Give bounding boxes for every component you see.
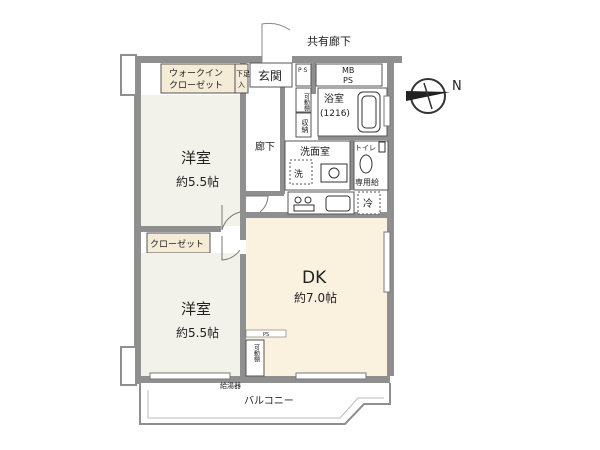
mb-label: MB bbox=[342, 66, 354, 75]
entrance-label: 玄関 bbox=[258, 68, 282, 83]
ps-label: PS bbox=[343, 76, 353, 85]
dk-name: DK bbox=[302, 268, 327, 288]
walkin-closet-label-1: ウォークイン bbox=[169, 68, 223, 79]
bathtub-icon bbox=[357, 91, 381, 133]
kitchen-sink-icon bbox=[325, 195, 351, 212]
western-room-1 bbox=[141, 95, 240, 226]
ps-shaft bbox=[295, 63, 312, 87]
grill-icon bbox=[293, 204, 315, 212]
movable-shelf-2-label: 可動棚 bbox=[253, 344, 260, 363]
toilet-label: トイレ bbox=[355, 144, 376, 152]
shoe-storage bbox=[234, 63, 249, 94]
balcony-label: バルコニー bbox=[244, 395, 294, 407]
room2-name: 洋室 bbox=[181, 300, 211, 318]
room1-size: 約5.5帖 bbox=[176, 174, 219, 189]
walkin-closet bbox=[160, 63, 236, 94]
washroom-label: 洗面室 bbox=[300, 145, 330, 158]
room1-name: 洋室 bbox=[181, 149, 211, 167]
washing-machine-area bbox=[289, 159, 313, 185]
north-compass-icon bbox=[406, 78, 450, 114]
movable-shelf-label: 可動棚 bbox=[303, 93, 310, 112]
stove-burner-icon bbox=[304, 196, 312, 204]
dk-size: 約7.0帖 bbox=[294, 290, 337, 305]
fridge-space bbox=[357, 191, 381, 215]
compass-label: N bbox=[452, 79, 462, 94]
ps-small-label: PS bbox=[263, 332, 269, 338]
room2-door bbox=[221, 236, 241, 261]
gas-water-heater-label: 専用給 bbox=[355, 177, 379, 187]
walkin-closet-label-2: クローゼット bbox=[169, 79, 223, 91]
outer-walls bbox=[122, 56, 402, 384]
left-wall-cap bbox=[120, 54, 137, 96]
movable-shelf-2 bbox=[245, 339, 265, 377]
fridge-label: 冷 bbox=[363, 197, 373, 210]
bathroom-size-label: (1216) bbox=[320, 109, 350, 119]
movable-shelf bbox=[295, 87, 312, 113]
dk-door bbox=[246, 195, 269, 213]
room2-size: 約5.5帖 bbox=[176, 325, 219, 340]
stove-burner-icon bbox=[294, 196, 302, 204]
storage-closet bbox=[295, 112, 312, 138]
shoe-storage-label-1: 下足 bbox=[236, 70, 250, 78]
kitchen-counter bbox=[287, 191, 355, 215]
ps-small-shaft bbox=[245, 329, 287, 338]
hallway-label: 廊下 bbox=[255, 140, 275, 153]
shoe-storage-label-2: 入 bbox=[238, 81, 245, 89]
water-heater-label: 給湯器 bbox=[220, 381, 241, 390]
toilet-tank-icon bbox=[378, 141, 386, 153]
entrance bbox=[249, 62, 293, 88]
ps-shaft-label: P S bbox=[298, 67, 308, 74]
bathtub-inner-icon bbox=[361, 95, 377, 129]
bathroom-label: 浴室 bbox=[324, 92, 344, 105]
wash-basin-icon bbox=[320, 163, 348, 183]
dining-kitchen bbox=[246, 218, 387, 376]
left-wall-cap-bottom bbox=[120, 346, 137, 386]
balcony bbox=[139, 383, 391, 425]
entrance-door bbox=[261, 22, 291, 62]
washing-machine-label: 洗 bbox=[294, 168, 303, 180]
windows bbox=[149, 95, 391, 380]
storage-label: 収納 bbox=[301, 119, 309, 134]
closet-label: クローゼット bbox=[150, 238, 204, 250]
common-corridor-label: 共有廊下 bbox=[307, 34, 351, 48]
western-room-2 bbox=[141, 253, 240, 376]
room1-door bbox=[221, 205, 241, 231]
toilet-icon bbox=[359, 154, 373, 174]
mb-ps-shaft bbox=[315, 63, 383, 87]
balcony-rail bbox=[147, 390, 384, 419]
